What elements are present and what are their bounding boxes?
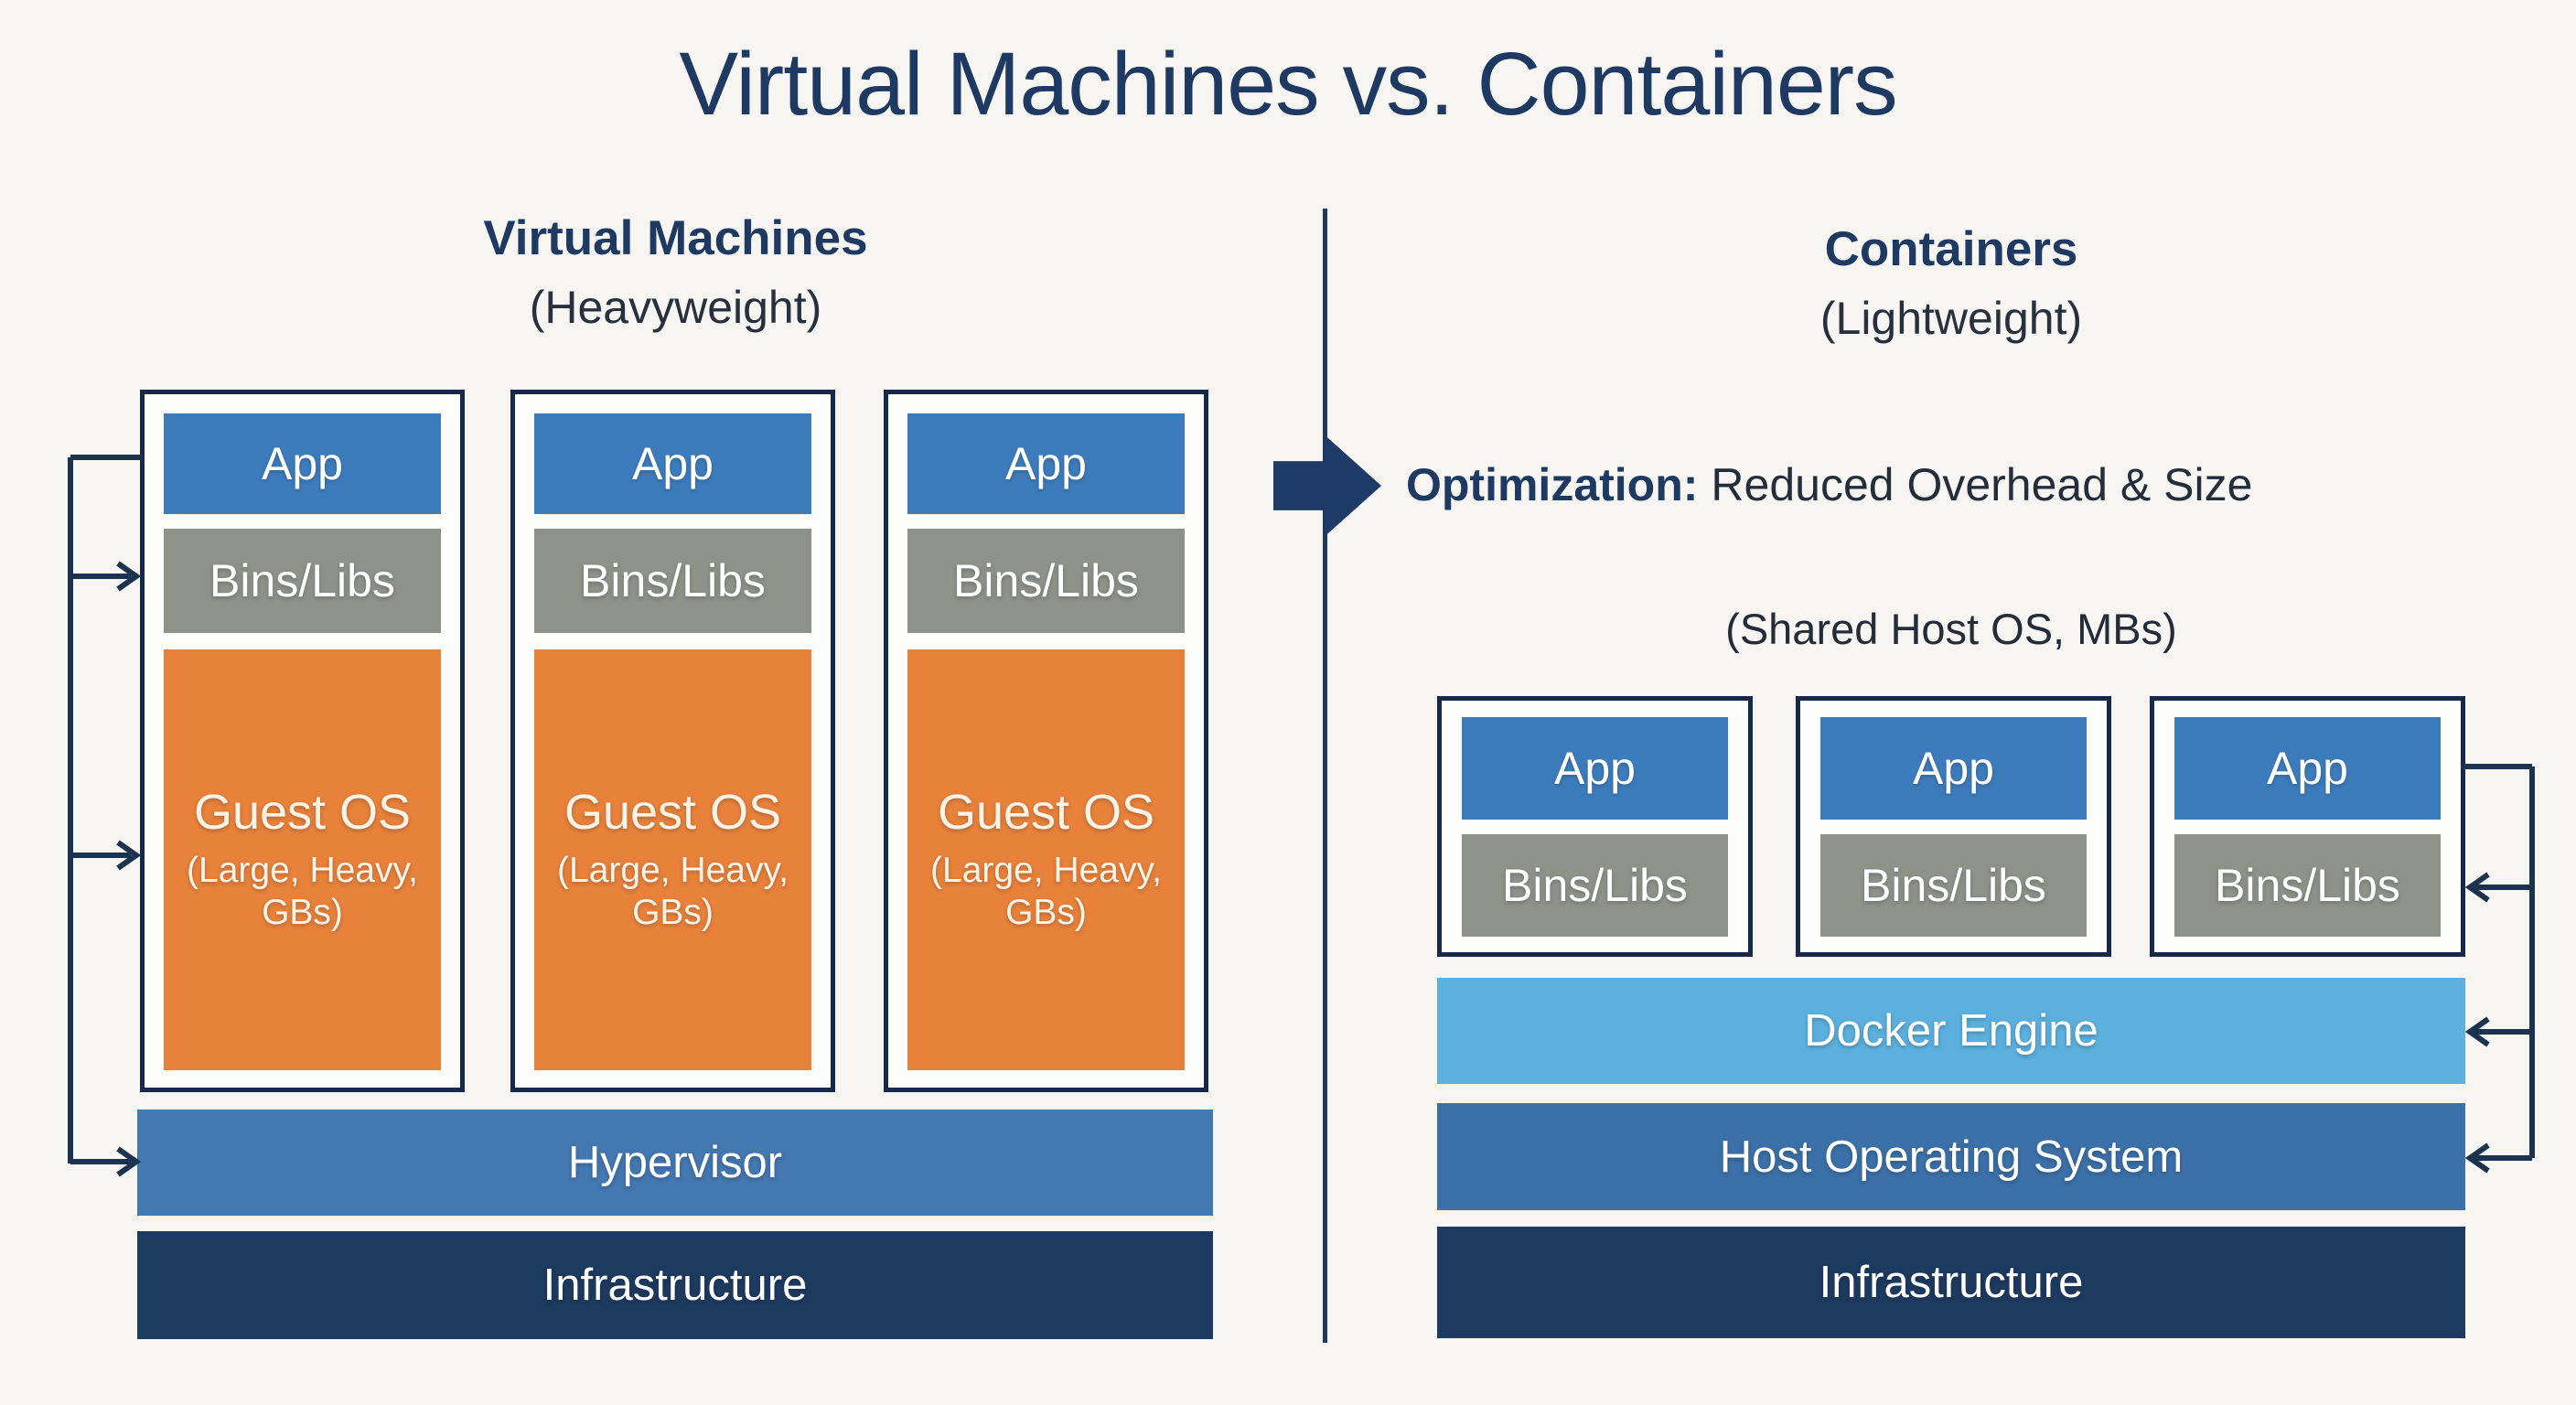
vm3-guest-os-block: Guest OS (Large, Heavy, GBs) xyxy=(907,649,1185,1070)
vm-section-heading: Virtual Machines (Heavyweight) xyxy=(140,210,1211,334)
vm2-guest-os-block: Guest OS (Large, Heavy, GBs) xyxy=(534,649,811,1070)
optimization-text: Reduced Overhead & Size xyxy=(1711,459,2253,510)
vm3-app-block: App xyxy=(907,413,1185,514)
vm-stack-1: App Bins/Libs Guest OS (Large, Heavy, GB… xyxy=(140,390,465,1092)
container2-app-block: App xyxy=(1820,717,2087,820)
container-connector-arrows-icon xyxy=(2459,741,2550,1180)
container3-app-block: App xyxy=(2174,717,2441,820)
container1-bins-block: Bins/Libs xyxy=(1462,834,1728,937)
container-stack-1: App Bins/Libs xyxy=(1437,696,1753,957)
vm-connector-arrows-icon xyxy=(50,430,160,1189)
containers-subheading: (Lightweight) xyxy=(1819,293,2083,344)
container2-app-label: App xyxy=(1913,743,1994,794)
vm1-bins-block: Bins/Libs xyxy=(164,529,441,633)
vm-subheading: (Heavyweight) xyxy=(529,282,822,333)
vm1-guest-os-label: Guest OS xyxy=(193,785,412,841)
vm3-guest-os-note: (Large, Heavy, GBs) xyxy=(930,850,1162,932)
vm-infrastructure-bar: Infrastructure xyxy=(137,1231,1213,1339)
container1-app-block: App xyxy=(1462,717,1728,820)
flow-arrow-icon xyxy=(1273,434,1381,537)
vm2-bins-label: Bins/Libs xyxy=(580,555,766,606)
vm-heading: Virtual Machines xyxy=(483,211,868,265)
container1-app-label: App xyxy=(1554,743,1636,794)
container2-bins-block: Bins/Libs xyxy=(1820,834,2087,937)
vm2-bins-block: Bins/Libs xyxy=(534,529,811,633)
vm1-bins-label: Bins/Libs xyxy=(209,555,395,606)
optimization-note: Optimization:Reduced Overhead & Size xyxy=(1406,458,2252,511)
vm3-guest-os-label: Guest OS xyxy=(937,785,1155,841)
vm-stack-3: App Bins/Libs Guest OS (Large, Heavy, GB… xyxy=(884,390,1208,1092)
divider-line xyxy=(1323,209,1327,1343)
hypervisor-bar: Hypervisor xyxy=(137,1110,1213,1216)
vm1-app-block: App xyxy=(164,413,441,514)
vm2-guest-os-label: Guest OS xyxy=(564,785,782,841)
container-stack-3: App Bins/Libs xyxy=(2150,696,2465,957)
container2-bins-label: Bins/Libs xyxy=(1861,860,2046,911)
containers-heading: Containers xyxy=(1824,222,2078,276)
containers-section-heading: Containers (Lightweight) xyxy=(1437,221,2465,345)
optimization-label: Optimization: xyxy=(1406,459,1699,510)
vm-stack-2: App Bins/Libs Guest OS (Large, Heavy, GB… xyxy=(510,390,835,1092)
host-os-bar: Host Operating System xyxy=(1437,1103,2465,1210)
container-stack-2: App Bins/Libs xyxy=(1796,696,2111,957)
container1-bins-label: Bins/Libs xyxy=(1502,860,1688,911)
shared-host-note: (Shared Host OS, MBs) xyxy=(1725,605,2177,653)
vm1-guest-os-block: Guest OS (Large, Heavy, GBs) xyxy=(164,649,441,1070)
vm3-app-label: App xyxy=(1005,438,1087,489)
vm2-app-label: App xyxy=(632,438,714,489)
vm2-app-block: App xyxy=(534,413,811,514)
vm2-guest-os-note: (Large, Heavy, GBs) xyxy=(557,850,789,932)
page-title: Virtual Machines vs. Containers xyxy=(679,34,1897,134)
vm3-bins-label: Bins/Libs xyxy=(953,555,1139,606)
container3-bins-label: Bins/Libs xyxy=(2215,860,2400,911)
vm3-bins-block: Bins/Libs xyxy=(907,529,1185,633)
docker-engine-bar: Docker Engine xyxy=(1437,978,2465,1084)
vm1-app-label: App xyxy=(262,438,343,489)
container3-bins-block: Bins/Libs xyxy=(2174,834,2441,937)
container3-app-label: App xyxy=(2267,743,2348,794)
vm1-guest-os-note: (Large, Heavy, GBs) xyxy=(187,850,418,932)
container-infrastructure-bar: Infrastructure xyxy=(1437,1227,2465,1338)
